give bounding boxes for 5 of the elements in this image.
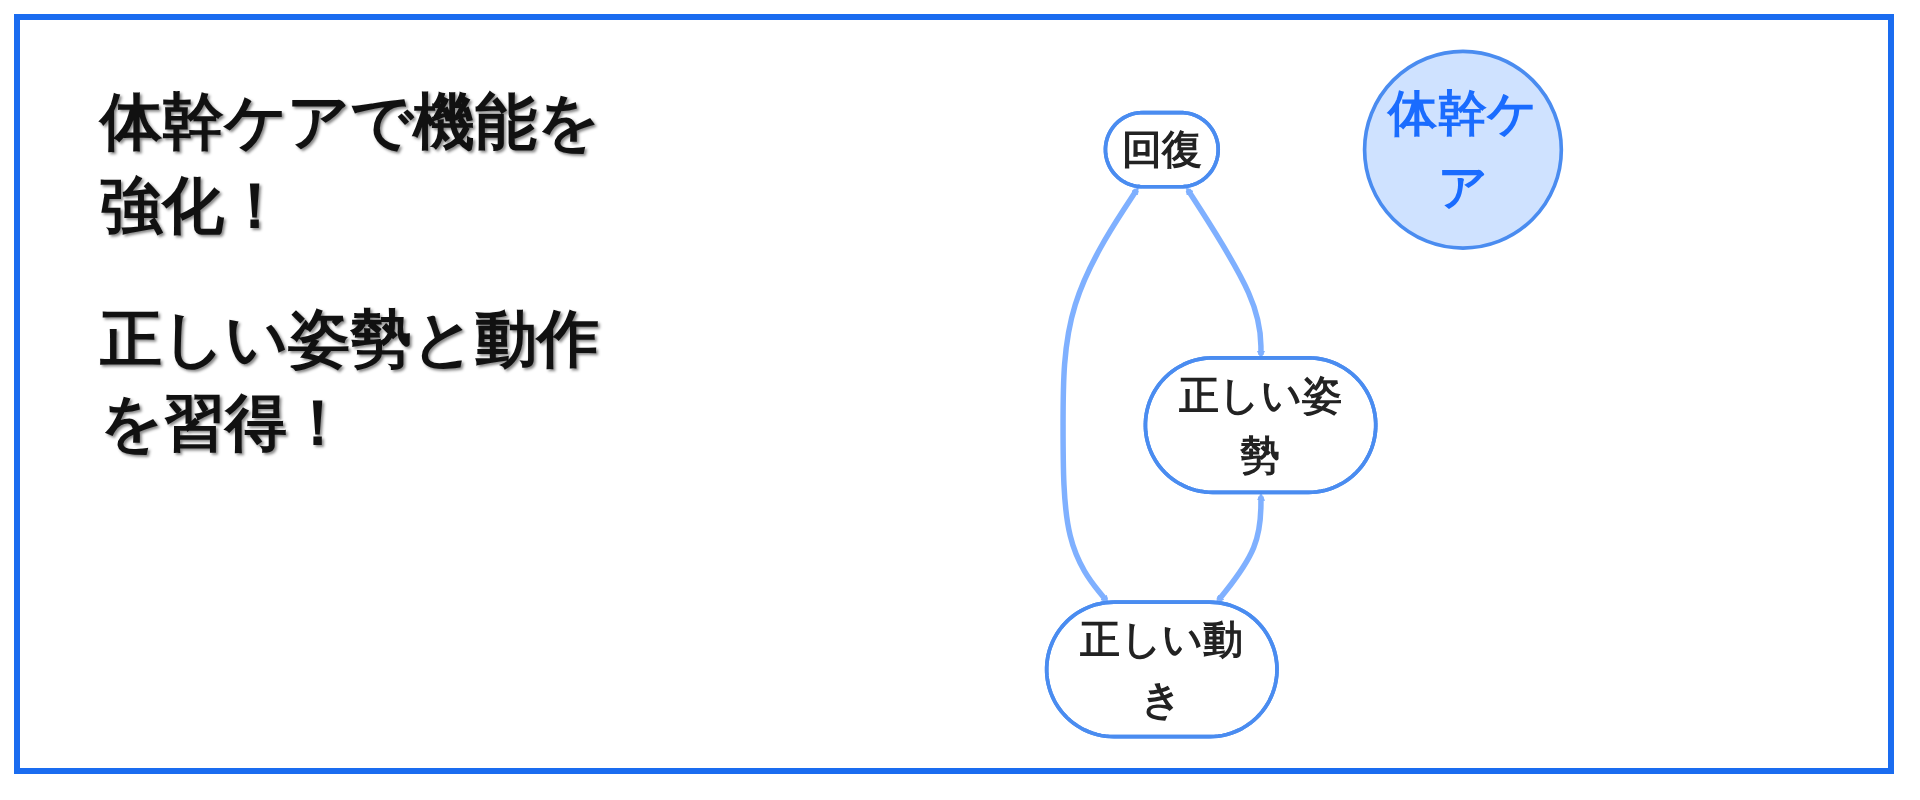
arrow xyxy=(1060,186,1139,604)
slogan-text: 体幹ケアで機能を強化！ xyxy=(100,84,601,244)
slogan-text: 正しい姿勢と動作を習得！ xyxy=(100,301,600,462)
arrow xyxy=(1216,492,1265,604)
node-circle: 体幹ケア xyxy=(1362,49,1564,250)
